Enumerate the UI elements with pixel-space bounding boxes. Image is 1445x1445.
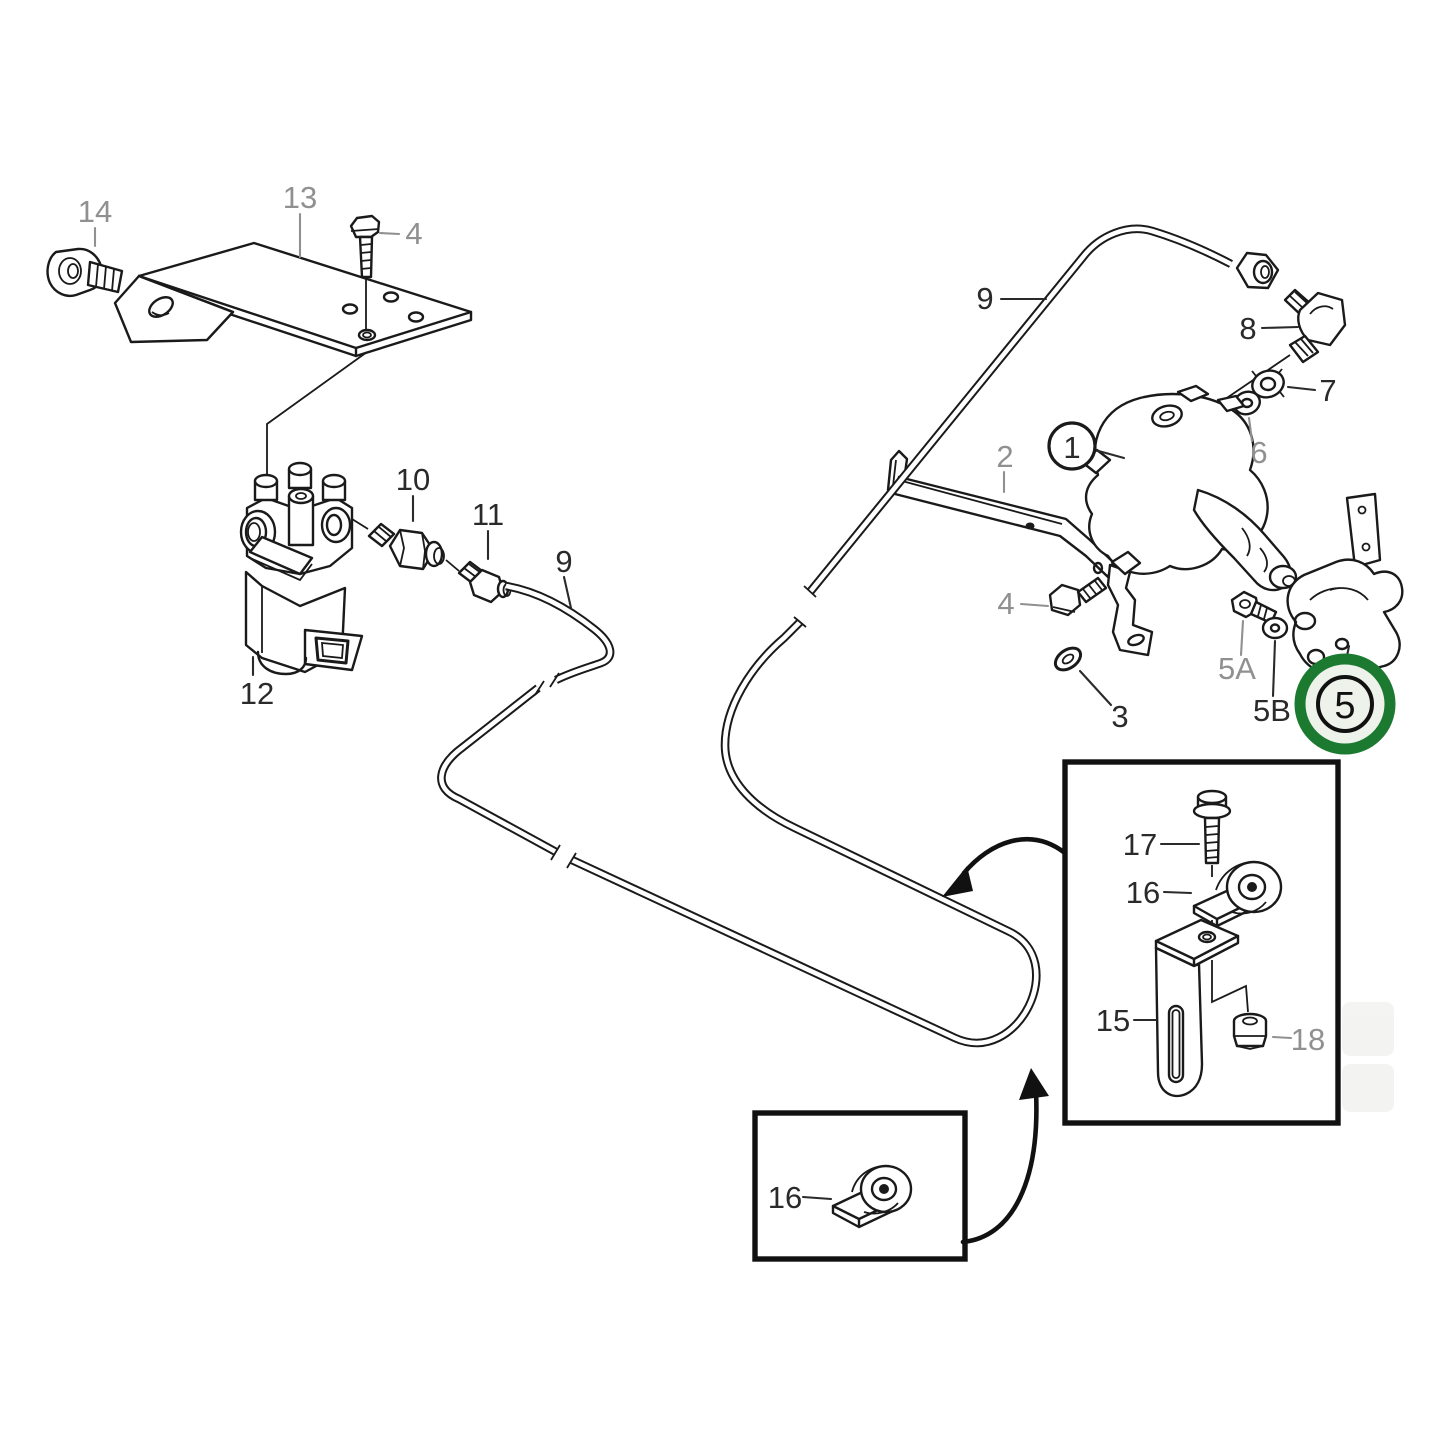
fuel-pipe-9 — [437, 224, 1233, 1048]
callout-1[interactable]: 1 — [1047, 421, 1097, 471]
part-label-14: 14 — [78, 194, 112, 229]
bracket-15 — [1154, 918, 1249, 1098]
part-label-15: 15 — [1096, 1003, 1130, 1038]
part-label-6: 6 — [1250, 435, 1267, 470]
part-label-2: 2 — [996, 439, 1013, 474]
bolt-14 — [46, 247, 124, 297]
lever-5 — [1286, 492, 1404, 677]
assembly-line-bracket-to-valve — [266, 351, 368, 474]
part-label-10: 10 — [396, 462, 430, 497]
part-label-5b: 5B — [1253, 693, 1291, 728]
part-label-5: 5 — [1334, 685, 1355, 727]
part-label-9-left: 9 — [555, 544, 572, 579]
part-label-5a: 5A — [1218, 651, 1256, 686]
clamp-16-detail — [831, 1164, 913, 1229]
bolt-4-mid — [1048, 576, 1108, 617]
part-label-16-inset: 16 — [1126, 875, 1160, 910]
clamp-16 — [1192, 860, 1283, 928]
leader-lines — [93, 212, 1351, 1201]
part-label-9-right: 9 — [976, 281, 993, 316]
nut-18 — [1232, 1012, 1268, 1050]
washer-5b — [1261, 616, 1289, 640]
part-label-17: 17 — [1123, 827, 1157, 862]
inset-box-clamp-assembly — [1062, 759, 1341, 1126]
fitting-10 — [351, 518, 445, 571]
part-label-7: 7 — [1319, 373, 1336, 408]
bolt-4-top — [349, 214, 381, 330]
part-label-3: 3 — [1111, 699, 1128, 734]
arrow-to-pipe-lower — [960, 1068, 1049, 1245]
part-label-8: 8 — [1239, 311, 1256, 346]
part-label-12: 12 — [240, 676, 274, 711]
part-label-11: 11 — [472, 497, 504, 532]
bracket-13 — [113, 241, 473, 358]
part-label-1: 1 — [1063, 430, 1080, 465]
watermark — [1342, 1002, 1394, 1112]
inset-box-clamp-detail — [752, 1110, 968, 1262]
arrow-to-pipe-upper — [942, 836, 1068, 897]
washer-7 — [1251, 368, 1285, 400]
highlight-callout-5[interactable]: 5 — [1294, 653, 1396, 755]
elbow-8 — [1283, 288, 1347, 364]
fitting-11 — [445, 559, 512, 604]
mount-bracket — [1106, 563, 1154, 657]
valve-block-12 — [239, 461, 364, 676]
pump-1 — [1080, 384, 1333, 619]
part-label-16-detail: 16 — [768, 1180, 802, 1215]
part-label-18: 18 — [1291, 1022, 1325, 1057]
pipe-end-nut — [1235, 251, 1280, 290]
bolt-17 — [1192, 789, 1232, 877]
part-label-4-top: 4 — [405, 216, 422, 251]
part-label-13: 13 — [283, 180, 317, 215]
washer-3 — [1053, 646, 1083, 672]
part-label-4-mid: 4 — [997, 586, 1014, 621]
